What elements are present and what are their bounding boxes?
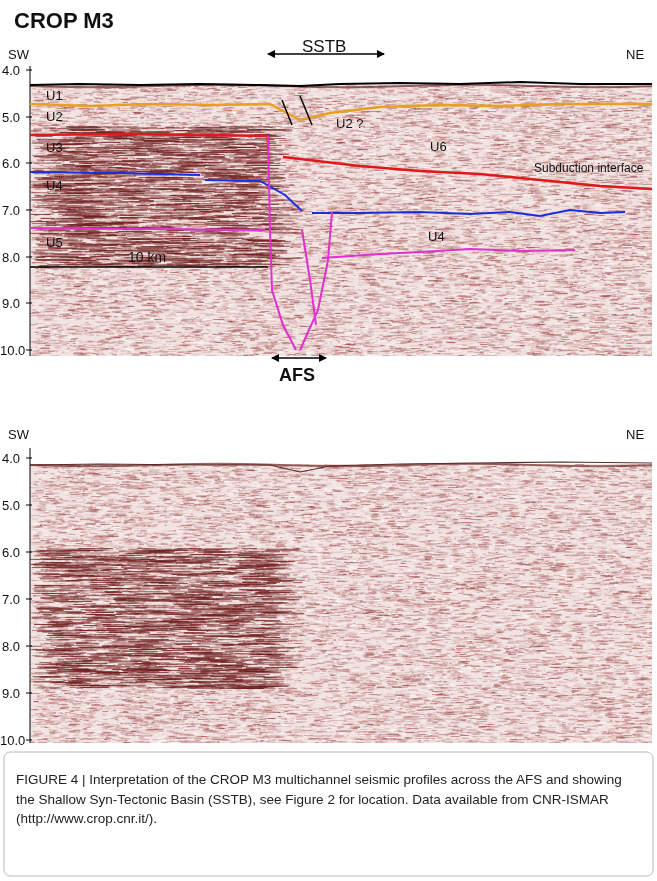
- region-label: SSTB: [302, 38, 346, 55]
- direction-label: SW: [8, 428, 29, 441]
- fault-line: [302, 230, 316, 325]
- axis-tick: 9.0: [2, 687, 20, 700]
- unit-label: U3: [46, 141, 63, 154]
- axis-tick: 6.0: [2, 157, 20, 170]
- seismic-section: [30, 448, 652, 743]
- direction-label: NE: [626, 48, 644, 61]
- extent-arrow: [272, 357, 326, 358]
- unit-label: U1: [46, 89, 63, 102]
- axis-tick: 7.0: [2, 593, 20, 606]
- fault-line: [300, 96, 312, 125]
- direction-label: NE: [626, 428, 644, 441]
- horizon-line: [30, 172, 200, 175]
- axis-tick: 4.0: [2, 64, 20, 77]
- subduction-interface: [283, 157, 652, 189]
- horizon-line: [30, 228, 265, 230]
- axis-tick: 5.0: [2, 111, 20, 124]
- axis-tick: 6.0: [2, 546, 20, 559]
- horizon-line: [312, 210, 625, 216]
- fault-line: [282, 100, 292, 125]
- unit-label: U2: [46, 110, 63, 123]
- seafloor-line: [30, 82, 652, 86]
- figure-caption: FIGURE 4 | Interpretation of the CROP M3…: [16, 770, 636, 829]
- scale-bar: [30, 266, 268, 268]
- unit-label: U6: [430, 140, 447, 153]
- fault-system-label: AFS: [279, 366, 315, 384]
- direction-label: SW: [8, 48, 29, 61]
- axis-tick: 7.0: [2, 204, 20, 217]
- scale-label: 10 km: [128, 250, 166, 264]
- axis-tick: 8.0: [2, 640, 20, 653]
- axis-tick: 4.0: [2, 452, 20, 465]
- horizon-line: [205, 180, 302, 211]
- seafloor-line: [30, 462, 652, 472]
- fault-line: [300, 212, 332, 350]
- axis-tick: 5.0: [2, 499, 20, 512]
- seismic-section: [30, 66, 652, 356]
- unit-label: U4: [46, 179, 63, 192]
- axis-tick: 10.0: [0, 344, 25, 357]
- unit-label: U2 ?: [336, 117, 363, 130]
- caption-frame: [4, 752, 653, 876]
- horizon-line: [322, 249, 575, 258]
- interface-label: Subduction interface: [534, 162, 643, 174]
- horizon-line: [30, 134, 268, 150]
- axis-ticks: [26, 66, 32, 743]
- unit-label: U5: [46, 236, 63, 249]
- unit-label: U4: [428, 230, 445, 243]
- fault-line: [268, 136, 296, 350]
- figure-title: CROP M3: [14, 10, 114, 32]
- axis-tick: 10.0: [0, 734, 25, 747]
- axis-tick: 9.0: [2, 297, 20, 310]
- axis-tick: 8.0: [2, 251, 20, 264]
